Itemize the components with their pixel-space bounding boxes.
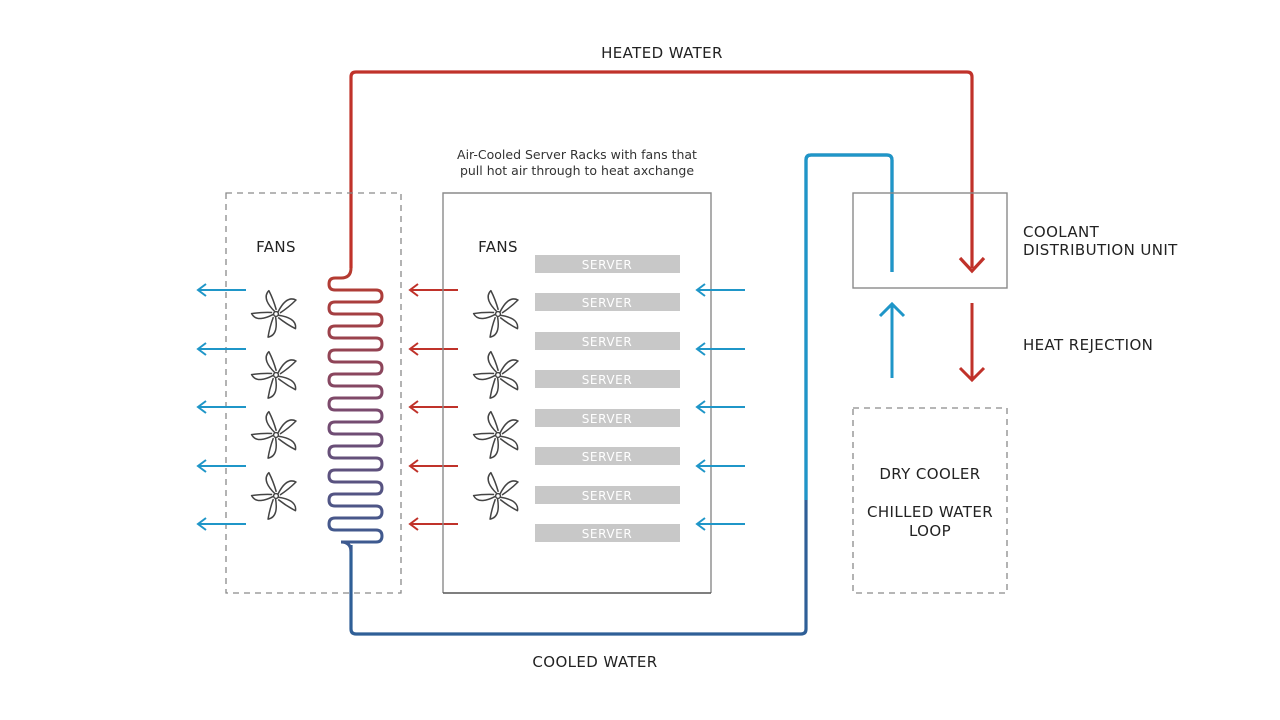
cdu-label-line2: DISTRIBUTION UNIT	[1023, 241, 1178, 259]
chilled-water-label-line1: CHILLED WATER	[867, 503, 993, 521]
arrow-left-icon	[695, 400, 745, 414]
arrow-down-icon	[958, 303, 986, 383]
arrow-left-icon	[196, 283, 246, 297]
cooled-water-label: COOLED WATER	[532, 653, 657, 671]
fan-icon	[251, 411, 297, 459]
arrow-left-icon	[196, 342, 246, 356]
server-label: SERVER	[582, 335, 633, 349]
server-bar	[535, 486, 680, 504]
server-bar	[535, 370, 680, 388]
server-bar	[535, 332, 680, 350]
heat-rejection-label: HEAT REJECTION	[1023, 336, 1153, 354]
arrow-left-icon	[695, 517, 745, 531]
dry-cooler-label: DRY COOLER	[879, 465, 980, 483]
fan-icon	[251, 290, 297, 338]
rack-caption-line2: pull hot air through to heat axchange	[460, 163, 694, 178]
fan-icon	[473, 472, 519, 520]
arrow-left-icon	[196, 459, 246, 473]
arrow-left-icon	[408, 459, 458, 473]
heated-water-pipe	[349, 70, 974, 268]
server-bar	[535, 524, 680, 542]
server-bar	[535, 293, 680, 311]
server-bar	[535, 255, 680, 273]
server-bar	[535, 447, 680, 465]
chilled-water-label-line2: LOOP	[909, 522, 951, 540]
heat-exchanger-enclosure	[225, 192, 402, 594]
cooled-water-pipe-blue-segment	[804, 153, 894, 500]
arrow-left-icon	[408, 283, 458, 297]
cdu-hot-arrowhead	[958, 256, 986, 274]
fans-left-label: FANS	[256, 238, 296, 256]
server-label: SERVER	[582, 450, 633, 464]
server-bar	[535, 409, 680, 427]
server-label: SERVER	[582, 489, 633, 503]
cooled-water-pipe	[349, 153, 894, 636]
server-rack-frame	[442, 192, 712, 593]
arrow-left-icon	[408, 517, 458, 531]
server-label: SERVER	[582, 296, 633, 310]
server-label: SERVER	[582, 373, 633, 387]
hot-air-arrows	[408, 283, 458, 531]
rack-caption-line1: Air-Cooled Server Racks with fans that	[457, 147, 697, 162]
fans-rack-label: FANS	[478, 238, 518, 256]
fan-icon	[251, 351, 297, 399]
arrow-left-icon	[695, 459, 745, 473]
arrow-left-icon	[695, 283, 745, 297]
coolant-distribution-unit	[852, 192, 1008, 289]
arrow-left-icon	[408, 400, 458, 414]
fan-icon	[473, 351, 519, 399]
exhaust-air-arrows	[196, 283, 246, 531]
fan-icon	[473, 290, 519, 338]
server-list: SERVER SERVER SERVER SERVER SERVER SERVE…	[535, 255, 680, 542]
server-label: SERVER	[582, 412, 633, 426]
intake-air-arrows	[695, 283, 745, 531]
heat-exchanger-coil	[327, 267, 384, 553]
server-label: SERVER	[582, 258, 633, 272]
arrow-left-icon	[408, 342, 458, 356]
fan-icon	[473, 411, 519, 459]
heat-rejection-arrows	[878, 301, 986, 383]
dry-cooler-enclosure	[852, 407, 1008, 594]
fan-icon	[251, 472, 297, 520]
cdu-label-line1: COOLANT	[1023, 223, 1100, 241]
heated-water-label: HEATED WATER	[601, 44, 723, 62]
server-label: SERVER	[582, 527, 633, 541]
arrow-left-icon	[196, 517, 246, 531]
arrow-left-icon	[695, 342, 745, 356]
arrow-left-icon	[196, 400, 246, 414]
arrow-up-icon	[878, 301, 906, 378]
